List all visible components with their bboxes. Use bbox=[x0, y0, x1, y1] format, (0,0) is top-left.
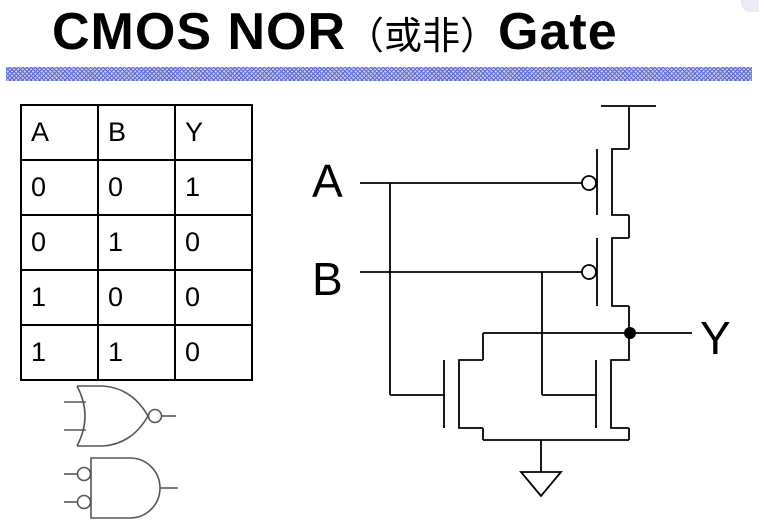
truth-table-row: 0 0 1 bbox=[20, 159, 253, 216]
cmos-schematic bbox=[360, 105, 692, 498]
truth-table-cell: 1 bbox=[174, 159, 253, 216]
truth-table-cell: 0 bbox=[20, 214, 99, 271]
nmos-transistor-a bbox=[443, 359, 483, 429]
truth-table-cell: 0 bbox=[20, 159, 99, 216]
truth-table-cell: 1 bbox=[97, 214, 176, 271]
title-chinese: （或非） bbox=[346, 14, 499, 58]
truth-table-header-cell: A bbox=[20, 104, 99, 161]
nand-equivalent-symbol bbox=[64, 457, 178, 519]
truth-table-cell: 0 bbox=[97, 159, 176, 216]
truth-table-cell: 0 bbox=[174, 269, 253, 326]
title-suffix: Gate bbox=[498, 3, 618, 61]
truth-table: A B Y 0 0 1 0 1 0 1 0 0 1 1 0 bbox=[20, 104, 253, 381]
nor-gate-symbol bbox=[64, 385, 176, 447]
ground-symbol bbox=[519, 471, 563, 498]
truth-table-cell: 0 bbox=[174, 214, 253, 271]
truth-table-cell: 1 bbox=[20, 324, 99, 381]
truth-table-header-cell: Y bbox=[174, 104, 253, 161]
title-main: CMOS NOR bbox=[52, 3, 346, 61]
truth-table-row: 0 1 0 bbox=[20, 214, 253, 271]
truth-table-cell: 0 bbox=[174, 324, 253, 381]
truth-table-cell: 1 bbox=[97, 324, 176, 381]
corner-icon bbox=[741, 0, 759, 12]
truth-table-cell: 1 bbox=[20, 269, 99, 326]
nmos-transistor-b bbox=[595, 333, 630, 429]
pmos-transistor-b bbox=[581, 237, 629, 307]
input-b-label: B bbox=[312, 253, 343, 305]
truth-table-header-cell: B bbox=[97, 104, 176, 161]
truth-table-row: 1 1 0 bbox=[20, 324, 253, 381]
header-divider-band bbox=[6, 67, 752, 81]
output-y-label: Y bbox=[700, 312, 731, 364]
truth-table-row: 1 0 0 bbox=[20, 269, 253, 326]
input-a-label: A bbox=[312, 155, 343, 207]
page-title: CMOS NOR（或非）Gate bbox=[52, 2, 618, 62]
output-junction-dot bbox=[624, 327, 636, 339]
truth-table-cell: 0 bbox=[97, 269, 176, 326]
pmos-transistor-a bbox=[581, 148, 629, 216]
truth-table-header-row: A B Y bbox=[20, 104, 253, 161]
